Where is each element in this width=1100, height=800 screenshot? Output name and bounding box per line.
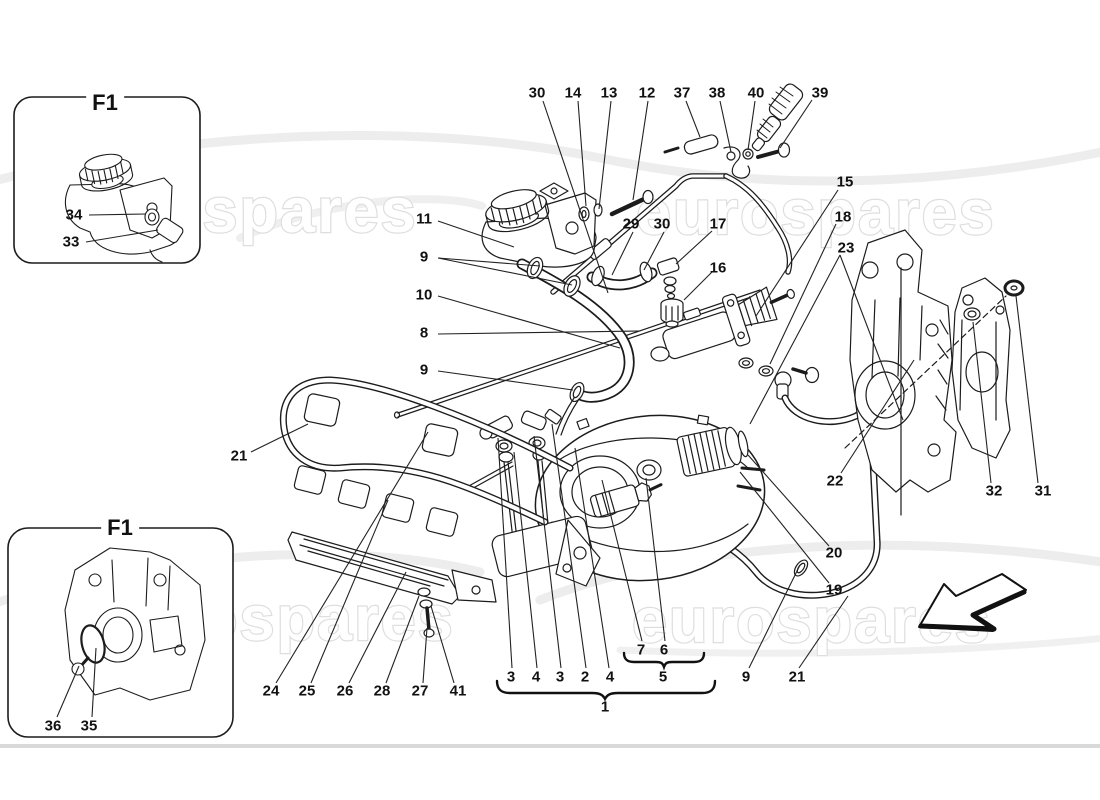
reservoir-drawing [481,182,654,268]
swoosh-curve [236,195,486,242]
top-small-parts-drawing [663,83,804,179]
footer-divider [0,744,1100,748]
pipe-loop-drawing [279,376,574,638]
cable-drawing [751,83,804,152]
watermark-text: eurospares [636,178,996,248]
inset-label-f1-bottom: F1 [101,517,139,539]
reservoir-hose-drawing [516,256,635,436]
front-direction-arrow [918,573,1027,632]
clutch-master-cylinder-drawing [650,286,820,400]
inset-box-bottom-left [7,527,234,738]
leader-lines [56,99,1039,718]
inset-label-f1-top: F1 [86,92,124,114]
engine-panel-drawing [844,229,1025,516]
swoosh-curve [616,634,1100,657]
clutch-pipe-drawing [550,173,793,295]
clutch-feed-hose-drawing [586,257,684,328]
rigid-pipe-drawing [393,289,761,492]
grouping-braces [495,651,717,702]
